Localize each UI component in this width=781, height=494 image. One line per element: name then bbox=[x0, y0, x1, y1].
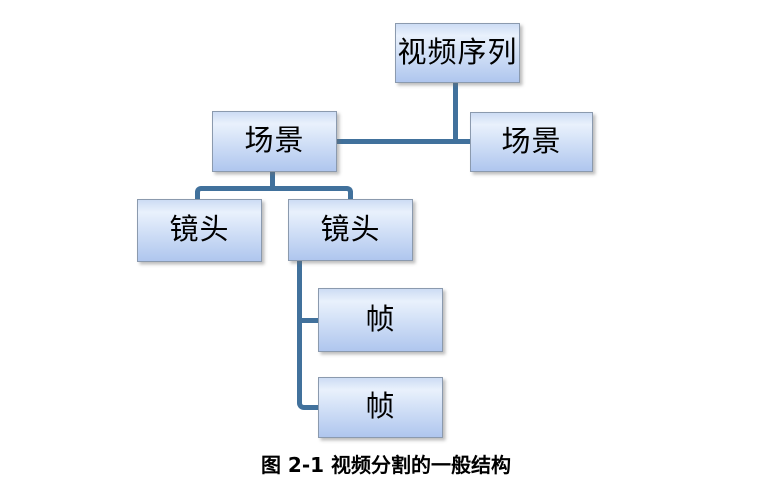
connector-frames-trunk bbox=[297, 261, 302, 396]
node-frame-top-label: 帧 bbox=[365, 303, 396, 336]
node-frame-bottom-label: 帧 bbox=[365, 391, 396, 423]
node-frame-top: 帧 bbox=[318, 288, 443, 352]
connector-scenes-horizontal-bar bbox=[337, 139, 470, 144]
connector-scene-left-drop bbox=[270, 171, 275, 191]
node-scene-left: 场景 bbox=[212, 111, 337, 172]
node-frame-bottom: 帧 bbox=[318, 377, 443, 438]
connector-videosequence-drop bbox=[453, 82, 458, 144]
node-shot-left-label: 镜头 bbox=[169, 214, 230, 246]
connector-frame-top-stub bbox=[297, 318, 318, 323]
node-video-sequence-label: 视频序列 bbox=[397, 36, 518, 69]
node-shot-left: 镜头 bbox=[137, 199, 262, 262]
node-scene-right: 场景 bbox=[470, 112, 593, 172]
node-video-sequence: 视频序列 bbox=[395, 23, 520, 83]
connector-frame-bottom-elbow bbox=[297, 388, 318, 410]
figure-caption: 图 2-1 视频分割的一般结构 bbox=[260, 453, 512, 477]
node-scene-left-label: 场景 bbox=[244, 125, 305, 157]
node-shot-right-label: 镜头 bbox=[320, 213, 381, 246]
node-scene-right-label: 场景 bbox=[501, 125, 562, 158]
connector-shots-branch-bar bbox=[195, 186, 353, 200]
node-shot-right: 镜头 bbox=[288, 199, 413, 261]
